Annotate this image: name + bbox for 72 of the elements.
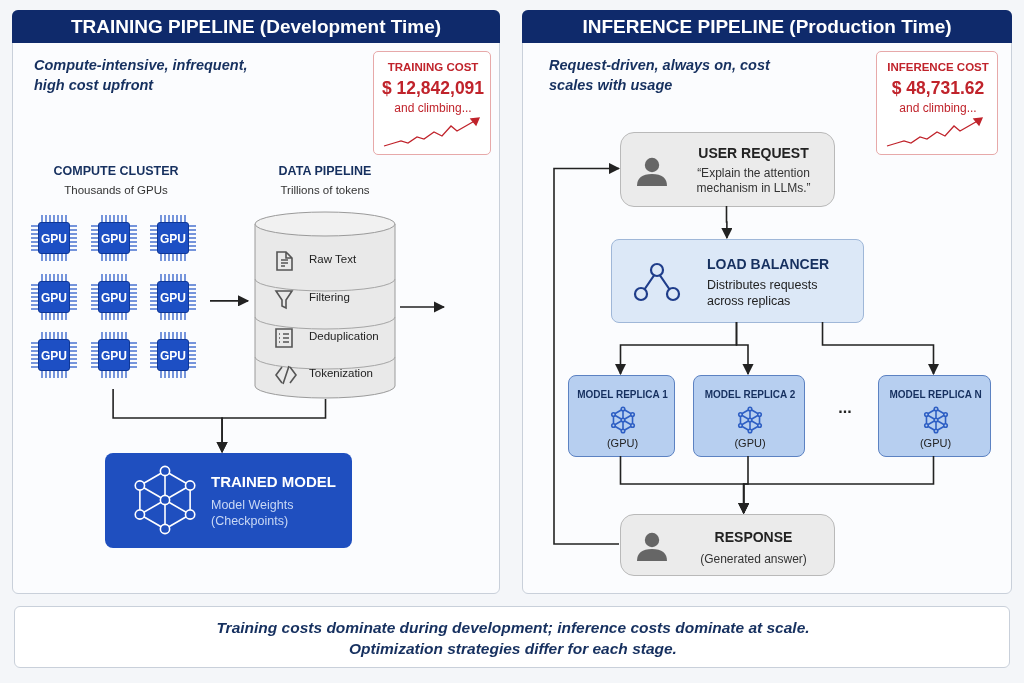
chip-label: GPU [38,339,70,371]
chip-label: GPU [38,281,70,313]
box-title: USER REQUEST [697,145,810,161]
arrow [735,321,754,376]
balancer-box [611,239,864,323]
summary-box [14,606,1010,668]
chip-label: GPU [157,281,189,313]
model-box [105,453,352,548]
gpu-chip [30,214,78,262]
replica-box [568,375,675,457]
box-title: LOAD BALANCER [707,256,830,272]
section-subtitle: Trillions of tokens [279,184,371,196]
layer-label: Filtering [309,291,350,303]
replica-title: MODEL REPLICA N [888,389,983,400]
user-box [620,514,835,576]
cost-value: $ 48,731.62 [890,78,986,99]
gpu-chip [90,214,138,262]
summary-text: Training costs dominate during development; inference costs dominate at scale. Optimization strategies differ for each stage. [215,618,811,659]
chip-label: GPU [98,339,130,371]
section-subtitle: Thousands of GPUs [63,184,169,196]
pipeline-panel [12,10,500,594]
section-heading: COMPUTE CLUSTER [52,164,180,178]
replica-subtitle: (GPU) [918,437,953,449]
box-subtitle: “Explain the attention mechanism in LLMs.” [695,166,812,196]
cost-card [876,51,998,155]
replica-box [693,375,805,457]
model-title: TRAINED MODEL [211,473,336,490]
ellipsis-text: ... [837,398,853,418]
cost-value: $ 12,842,091 [380,78,486,99]
gpu-chip [90,331,138,379]
replica-subtitle: (GPU) [605,437,640,449]
gpu-chip [149,331,197,379]
cost-card [373,51,491,155]
arrow [721,205,733,240]
arrow [399,301,446,313]
gpu-chip [30,273,78,321]
panel-subtitle: Compute-intensive, infrequent, high cost upfront [34,56,249,95]
arrow [738,455,935,515]
box-title: RESPONSE [713,529,794,545]
replica-box [878,375,991,457]
layer-label: Raw Text [309,253,357,265]
section-heading: DATA PIPELINE [277,164,373,178]
chip-label: GPU [98,281,130,313]
box-subtitle: Distributes requests across replicas [707,277,819,309]
layer-label: Deduplication [309,330,379,342]
gpu-chip [30,331,78,379]
chip-label: GPU [38,222,70,254]
layer-label: Tokenization [309,367,373,379]
arrow [821,321,940,376]
arrow [553,162,621,545]
replica-subtitle: (GPU) [733,437,767,449]
panel-title: INFERENCE PIPELINE (Production Time) [522,10,1012,43]
user-box [620,132,835,207]
cost-note: and climbing... [393,101,473,115]
arrow [216,398,327,454]
gpu-chip [90,273,138,321]
gpu-chip [149,273,197,321]
pipeline-panel [522,10,1012,594]
replica-title: MODEL REPLICA 2 [703,389,797,400]
chip-label: GPU [157,339,189,371]
arrow [209,295,250,307]
panel-subtitle: Request-driven, always on, cost scales with usage [549,56,772,95]
model-subtitle: Model Weights (Checkpoints) [211,497,295,529]
panel-title: TRAINING PIPELINE (Development Time) [12,10,500,43]
gpu-chip [149,214,197,262]
cost-heading: INFERENCE COST [886,61,990,73]
chip-label: GPU [157,222,189,254]
chip-label: GPU [98,222,130,254]
cost-note: and climbing... [898,101,978,115]
replica-title: MODEL REPLICA 1 [576,389,669,400]
cost-heading: TRAINING COST [386,61,480,73]
box-subtitle: (Generated answer) [699,552,808,567]
